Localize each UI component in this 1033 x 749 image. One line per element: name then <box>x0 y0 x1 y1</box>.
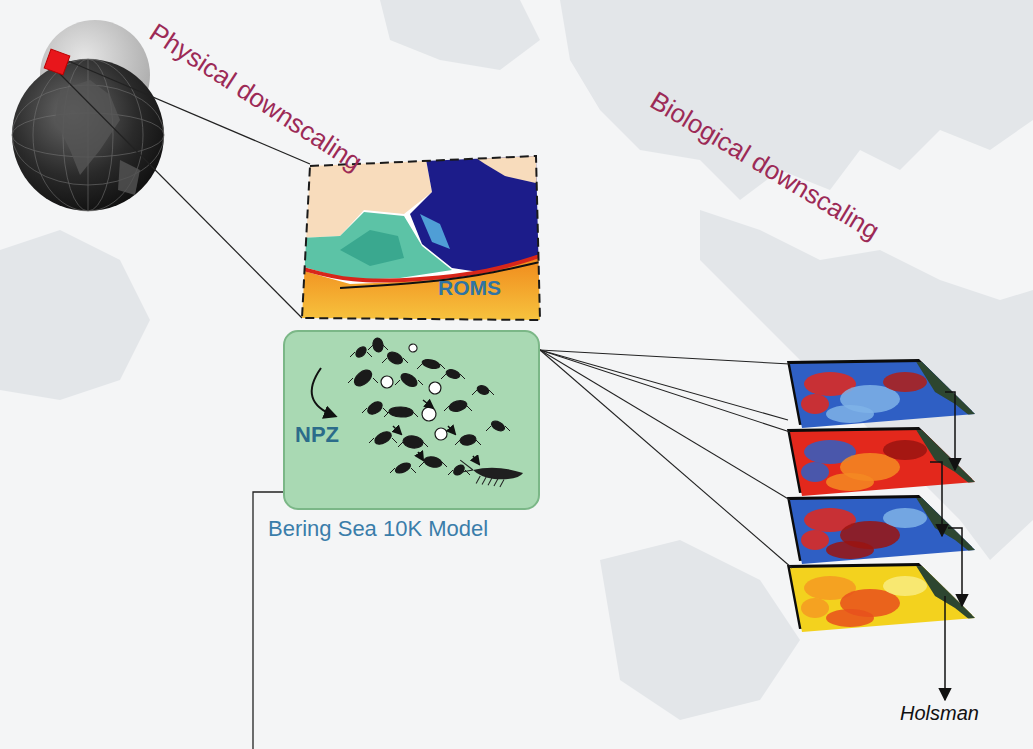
world-map-background <box>0 0 1033 720</box>
plankton-illustration <box>348 337 524 489</box>
model-name: ROMS <box>438 276 501 300</box>
fan-line <box>540 350 788 420</box>
map-layer <box>780 354 980 434</box>
flow-arrows <box>930 392 962 700</box>
node-outline <box>300 154 542 322</box>
model-name: NPZ <box>295 422 339 447</box>
process-label: Physical downscaling <box>144 18 368 178</box>
fan-line <box>540 350 790 432</box>
map-layer <box>780 422 980 502</box>
map-layer <box>780 558 980 638</box>
flow-arrow <box>945 392 955 470</box>
roms-map-box: ROMS <box>300 154 542 322</box>
fan-line <box>540 350 792 568</box>
flow-arrow <box>948 528 962 606</box>
fan-line <box>540 350 790 500</box>
map-layer <box>780 490 980 570</box>
npz-model-box: NPZBering Sea 10K Model <box>283 330 540 510</box>
region-marker <box>44 49 70 75</box>
flow-arrow <box>944 596 946 700</box>
fan-out-lines <box>540 350 792 568</box>
output-map-layers <box>780 354 980 638</box>
node-outline <box>283 330 540 510</box>
credit-note: Holsman <box>900 702 979 725</box>
flow-arrow <box>930 462 942 536</box>
model-caption: Bering Sea 10K Model <box>268 516 488 541</box>
globe-icon <box>12 20 164 211</box>
